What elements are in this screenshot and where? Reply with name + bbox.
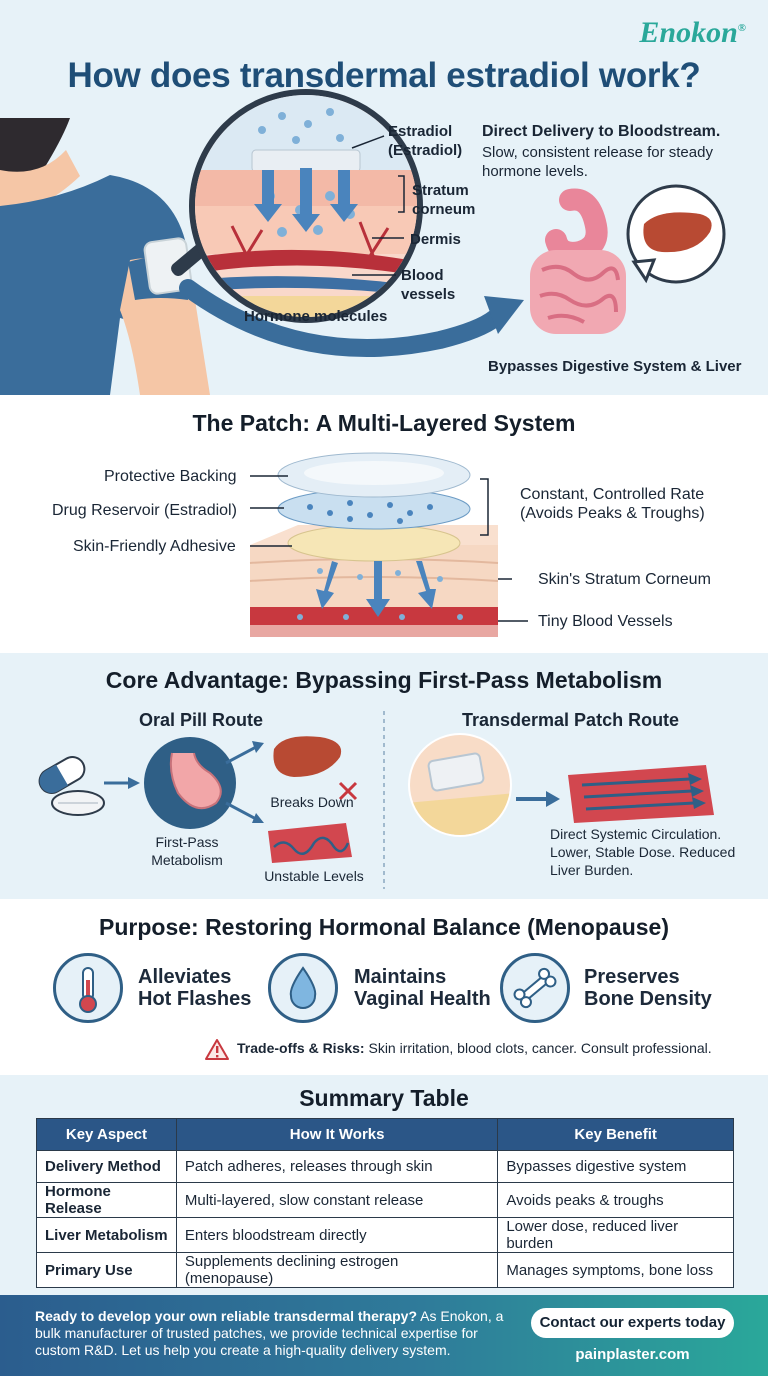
- hero-section: Enokon® How does transdermal estradiol w…: [0, 0, 768, 395]
- table-row: Primary Use Supplements declining estrog…: [36, 1252, 734, 1288]
- breaks-down-label: Breaks Down: [270, 794, 354, 810]
- delivery-text: Slow, consistent release for steady horm…: [482, 144, 713, 180]
- table-cell: Enters bloodstream directly: [175, 1217, 499, 1253]
- controlled-rate-label: Constant, Controlled Rate (Avoids Peaks …: [520, 486, 705, 522]
- table-cell: Supplements declining estrogen (menopaus…: [175, 1252, 499, 1288]
- drug-reservoir-label: Drug Reservoir (Estradiol): [52, 502, 237, 519]
- patch-section: The Patch: A Multi-Layered System: [0, 395, 768, 653]
- table-header: Key Benefit: [497, 1118, 734, 1151]
- summary-section: Summary Table Key Aspect How It Works Ke…: [0, 1075, 768, 1295]
- first-pass-label: First-Pass Metabolism: [151, 834, 223, 868]
- footer-text: Ready to develop your own reliable trans…: [35, 1308, 504, 1358]
- warning-icon: [205, 1039, 229, 1060]
- risk-note: Trade-offs & Risks: Skin irritation, blo…: [237, 1040, 712, 1056]
- bypass-label: Bypasses Digestive System & Liver: [488, 358, 742, 375]
- table-cell: Liver Metabolism: [36, 1217, 177, 1253]
- patch-route-title: Transdermal Patch Route: [462, 710, 680, 730]
- unstable-levels-label: Unstable Levels: [264, 868, 364, 884]
- table-header: Key Aspect: [36, 1118, 177, 1151]
- summary-title: Summary Table: [299, 1085, 469, 1111]
- table-cell: Avoids peaks & troughs: [497, 1182, 734, 1218]
- table-cell: Primary Use: [36, 1252, 177, 1288]
- delivery-heading: Direct Delivery to Bloodstream.: [482, 123, 721, 140]
- table-header-row: Key Aspect How It Works Key Benefit: [36, 1118, 734, 1151]
- benefit-bone-density: Preserves Bone Density: [584, 966, 712, 1010]
- oral-route-title: Oral Pill Route: [139, 710, 264, 730]
- contact-experts-button[interactable]: Contact our experts today: [531, 1308, 734, 1338]
- purpose-section: Purpose: Restoring Hormonal Balance (Men…: [0, 899, 768, 1075]
- table-row: Liver Metabolism Enters bloodstream dire…: [36, 1217, 734, 1253]
- estradiol-label: Estradiol (Estradiol): [388, 123, 463, 159]
- table-cell: Multi-layered, slow constant release: [175, 1182, 499, 1218]
- patch-route-text: Direct Systemic Circulation. Lower, Stab…: [550, 826, 736, 878]
- core-title: Core Advantage: Bypassing First-Pass Met…: [105, 667, 663, 693]
- hormone-molecules-label: Hormone molecules: [244, 308, 388, 325]
- skin-stratum-label: Skin's Stratum Corneum: [538, 571, 711, 588]
- benefit-hot-flashes: Alleviates Hot Flashes: [138, 966, 252, 1010]
- footer-banner: Ready to develop your own reliable trans…: [0, 1295, 768, 1376]
- benefit-vaginal-health: Maintains Vaginal Health: [354, 966, 491, 1010]
- protective-backing-label: Protective Backing: [104, 468, 237, 485]
- website-link[interactable]: painplaster.com: [575, 1346, 690, 1363]
- brand-logo: Enokon®: [639, 16, 746, 49]
- tiny-vessels-label: Tiny Blood Vessels: [538, 613, 673, 630]
- patch-layers-illustration: [249, 452, 528, 637]
- table-header: How It Works: [175, 1118, 499, 1151]
- dermis-label: Dermis: [410, 231, 461, 248]
- summary-table: Key Aspect How It Works Key Benefit Deli…: [36, 1118, 734, 1288]
- purpose-title: Purpose: Restoring Hormonal Balance (Men…: [99, 914, 669, 940]
- core-advantage-section: Core Advantage: Bypassing First-Pass Met…: [0, 653, 768, 899]
- patch-title: The Patch: A Multi-Layered System: [192, 410, 576, 436]
- table-cell: Manages symptoms, bone loss: [497, 1252, 734, 1288]
- adhesive-label: Skin-Friendly Adhesive: [73, 538, 236, 555]
- table-cell: Delivery Method: [36, 1150, 177, 1183]
- table-cell: Bypasses digestive system: [497, 1150, 734, 1183]
- table-row: Hormone Release Multi-layered, slow cons…: [36, 1182, 734, 1218]
- table-cell: Hormone Release: [36, 1182, 177, 1218]
- table-cell: Lower dose, reduced liver burden: [497, 1217, 734, 1253]
- hero-illustration: [0, 89, 726, 395]
- table-row: Delivery Method Patch adheres, releases …: [36, 1150, 734, 1183]
- page-title: How does transdermal estradiol work?: [67, 56, 701, 95]
- blood-vessels-label: Blood vessels: [401, 267, 456, 303]
- thermometer-icon: [53, 953, 123, 1023]
- water-drop-icon: [268, 953, 338, 1023]
- table-cell: Patch adheres, releases through skin: [175, 1150, 499, 1183]
- stratum-corneum-label: Stratum corneum: [412, 182, 476, 218]
- bone-icon: [500, 953, 570, 1023]
- routes-illustration: [38, 711, 714, 889]
